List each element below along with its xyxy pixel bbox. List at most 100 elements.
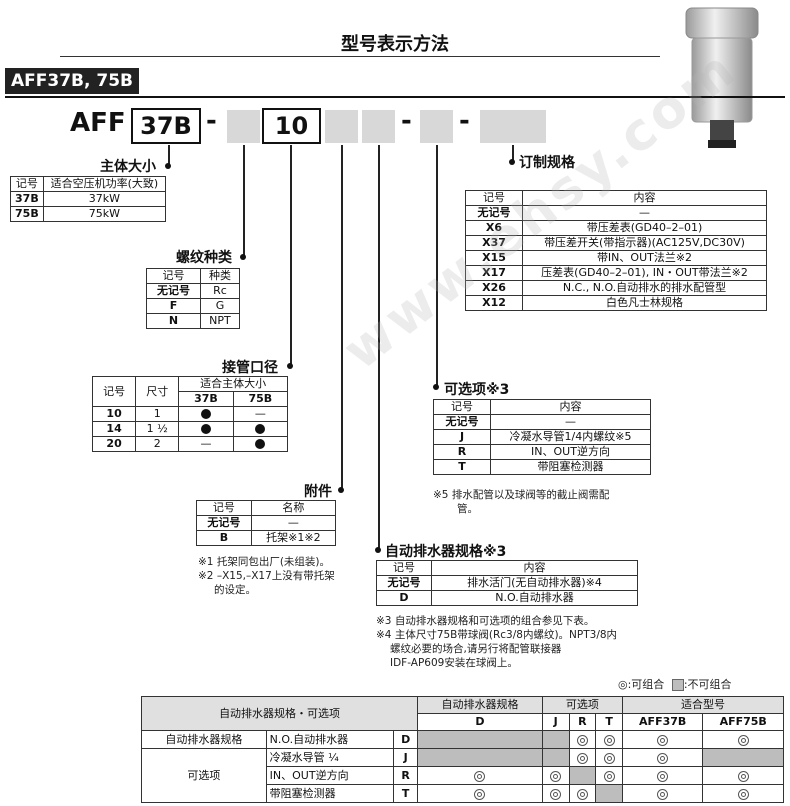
double-circle-icon: [474, 788, 486, 800]
leader-drain: [378, 145, 380, 550]
leader-accessory-dot: [338, 487, 344, 493]
option-notes: ※5 排水配管以及球阀等的截止阀需配 管。: [433, 489, 610, 515]
model-dash-3: -: [459, 106, 470, 136]
leader-drain-dot: [375, 547, 381, 553]
double-circle-icon: [603, 734, 615, 746]
combo-cell-ok: [621, 730, 704, 749]
accessory-title: 附件: [304, 484, 332, 500]
leader-size-dot: [165, 163, 171, 169]
legend-ng: :不可组合: [683, 678, 732, 691]
filled-circle-icon: [200, 409, 211, 419]
model-dash-2: -: [401, 106, 412, 136]
filled-circle-icon: [255, 424, 266, 434]
combo-item-code: R: [393, 766, 419, 785]
double-circle-icon: [576, 752, 588, 764]
double-circle-icon: [550, 770, 562, 782]
custom-title: 订制规格: [519, 155, 575, 171]
legend-ok: ◎:可组合: [618, 678, 665, 691]
double-circle-icon: [576, 734, 588, 746]
combo-cell-ok: [417, 784, 543, 803]
leader-option-dot: [433, 384, 439, 390]
combo-cell-ok: [568, 784, 597, 803]
combo-cell-ok: [621, 784, 704, 803]
combo-cell-ok: [595, 766, 623, 785]
combo-item-name: 冷凝水导管 ¼: [265, 748, 395, 767]
port-title: 接管口径: [222, 360, 278, 376]
option-title: 可选项※3: [444, 382, 510, 398]
combo-cell-na: [417, 730, 543, 749]
double-circle-icon: [737, 770, 749, 782]
drain-title: 自动排水器规格※3: [385, 544, 507, 560]
combo-cell-na: [595, 784, 623, 803]
combo-cell-na: [541, 748, 570, 767]
combo-cell-ok: [541, 766, 570, 785]
combo-table: 自动排水器规格・可选项 自动排水器规格 可选项 适合型号 D J R T AFF…: [140, 696, 785, 803]
double-circle-icon: [603, 752, 615, 764]
combo-cell-ok: [568, 730, 597, 749]
leader-port-dot: [287, 363, 293, 369]
table-row: 无记号—: [433, 414, 651, 430]
combo-cell-ok: [702, 784, 784, 803]
double-circle-icon: [474, 770, 486, 782]
leader-thread-dot: [240, 254, 246, 260]
combo-item-name: N.O.自动排水器: [265, 730, 395, 749]
model-port-box: 10: [262, 108, 321, 144]
combo-group: 自动排水器规格: [141, 730, 267, 749]
double-circle-icon: [550, 788, 562, 800]
leader-option: [436, 145, 438, 387]
combo-cell-ok: [541, 784, 570, 803]
custom-slot: [480, 110, 546, 143]
body-size-title: 主体大小: [100, 159, 156, 175]
legend-ng-swatch: [671, 679, 684, 691]
combo-cell-ok: [702, 730, 784, 749]
model-dash-1: -: [206, 106, 217, 136]
combo-cell-na: [702, 748, 784, 767]
drain-notes: ※3 自动排水器规格和可选项的组合参见下表。 ※4 主体尺寸75B带球阀(Rc3…: [376, 615, 618, 669]
double-circle-icon: [737, 734, 749, 746]
series-label: AFF37B, 75B: [5, 68, 139, 94]
body-size-table: 记号 适合空压机功率(大致) 37B 37kW 75B 75kW: [10, 176, 167, 222]
double-circle-icon: [657, 788, 669, 800]
product-image: [682, 2, 762, 152]
option-slot: [420, 110, 453, 143]
combo-group: 可选项: [141, 748, 267, 803]
leader-thread: [243, 145, 245, 257]
table-row: 无记号排水活门(无自动排水器)※4: [376, 575, 638, 591]
combo-cell-ok: [568, 748, 597, 767]
combo-item-code: T: [393, 784, 419, 803]
double-circle-icon: [657, 770, 669, 782]
table-row: 无记号—: [465, 205, 767, 221]
body-size-header: 记号: [10, 176, 44, 192]
table-row: 无记号—: [196, 515, 337, 531]
combo-item-code: J: [393, 748, 419, 767]
combo-cell-ok: [417, 766, 543, 785]
leader-custom-dot: [509, 159, 515, 165]
combo-cell-ok: [595, 748, 623, 767]
drain-slot: [362, 110, 395, 143]
combo-cell-ok: [595, 730, 623, 749]
title-underline: [60, 56, 660, 57]
combo-cell-ok: [621, 748, 704, 767]
combo-item-name: 带阻塞检测器: [265, 784, 395, 803]
page-title: 型号表示方法: [341, 34, 449, 55]
